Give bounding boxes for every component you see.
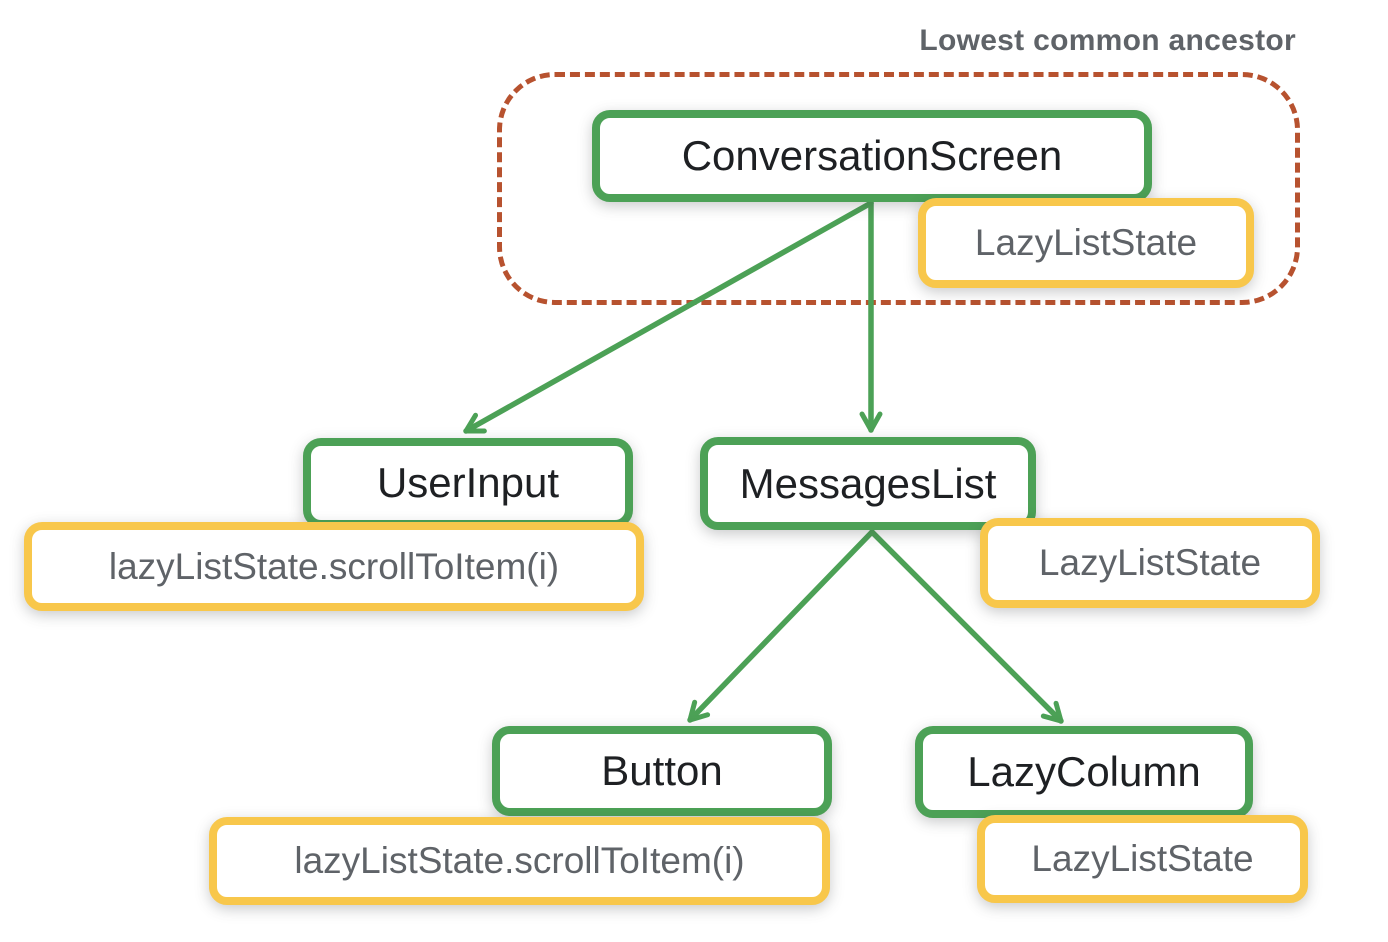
- state-badge-conversationscreen-lazyliststate: LazyListState: [918, 198, 1254, 288]
- node-conversationscreen-label: ConversationScreen: [681, 132, 1063, 179]
- state-badge-button-scrolltoitem: lazyListState.scrollToItem(i): [209, 817, 830, 905]
- lowest-common-ancestor-label: Lowest common ancestor: [919, 24, 1296, 57]
- node-messageslist-label: MessagesList: [739, 459, 997, 507]
- state-badge-userinput-scrolltoitem: lazyListState.scrollToItem(i): [24, 522, 644, 611]
- node-lazycolumn-label: LazyColumn: [967, 748, 1201, 795]
- node-userinput: UserInput: [303, 438, 633, 528]
- node-messageslist: MessagesList: [700, 437, 1036, 530]
- state-badge-lazycolumn-lazyliststate: LazyListState: [977, 815, 1308, 903]
- state-badge-label: LazyListState: [1038, 542, 1262, 583]
- lowest-common-ancestor-outline: [497, 72, 1300, 305]
- state-badge-messageslist-lazyliststate: LazyListState: [980, 518, 1320, 608]
- node-button-label: Button: [601, 747, 723, 794]
- state-badge-label: LazyListState: [1031, 838, 1254, 879]
- state-badge-label: lazyListState.scrollToItem(i): [108, 545, 560, 587]
- state-badge-label: LazyListState: [974, 222, 1198, 263]
- node-conversationscreen: ConversationScreen: [592, 110, 1152, 202]
- node-userinput-label: UserInput: [376, 459, 560, 506]
- node-button: Button: [492, 726, 832, 816]
- state-badge-label: lazyListState.scrollToItem(i): [294, 840, 745, 881]
- node-lazycolumn: LazyColumn: [915, 726, 1253, 818]
- edge-messageslist-to-button: [687, 529, 875, 723]
